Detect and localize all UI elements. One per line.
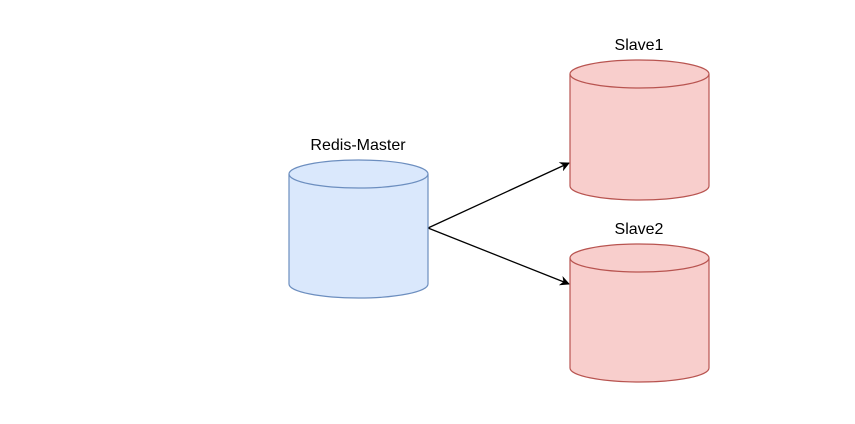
node-slave2[interactable]: Slave2 [569,221,710,383]
edge-master-to-slave1 [427,162,570,229]
node-label: Redis-Master [310,137,406,154]
edge-master-to-slave2 [427,227,570,286]
node-label: Slave2 [615,221,664,238]
node-label: Slave1 [615,37,664,54]
cylinder-body [569,59,710,201]
node-slave1[interactable]: Slave1 [569,37,710,201]
cylinder-body [288,159,429,299]
cylinder-top-rim [569,257,710,273]
cylinder-top-rim [569,73,710,89]
cylinder-body [569,243,710,383]
cylinder-top-rim [288,173,429,189]
node-redis-master[interactable]: Redis-Master [288,137,429,299]
